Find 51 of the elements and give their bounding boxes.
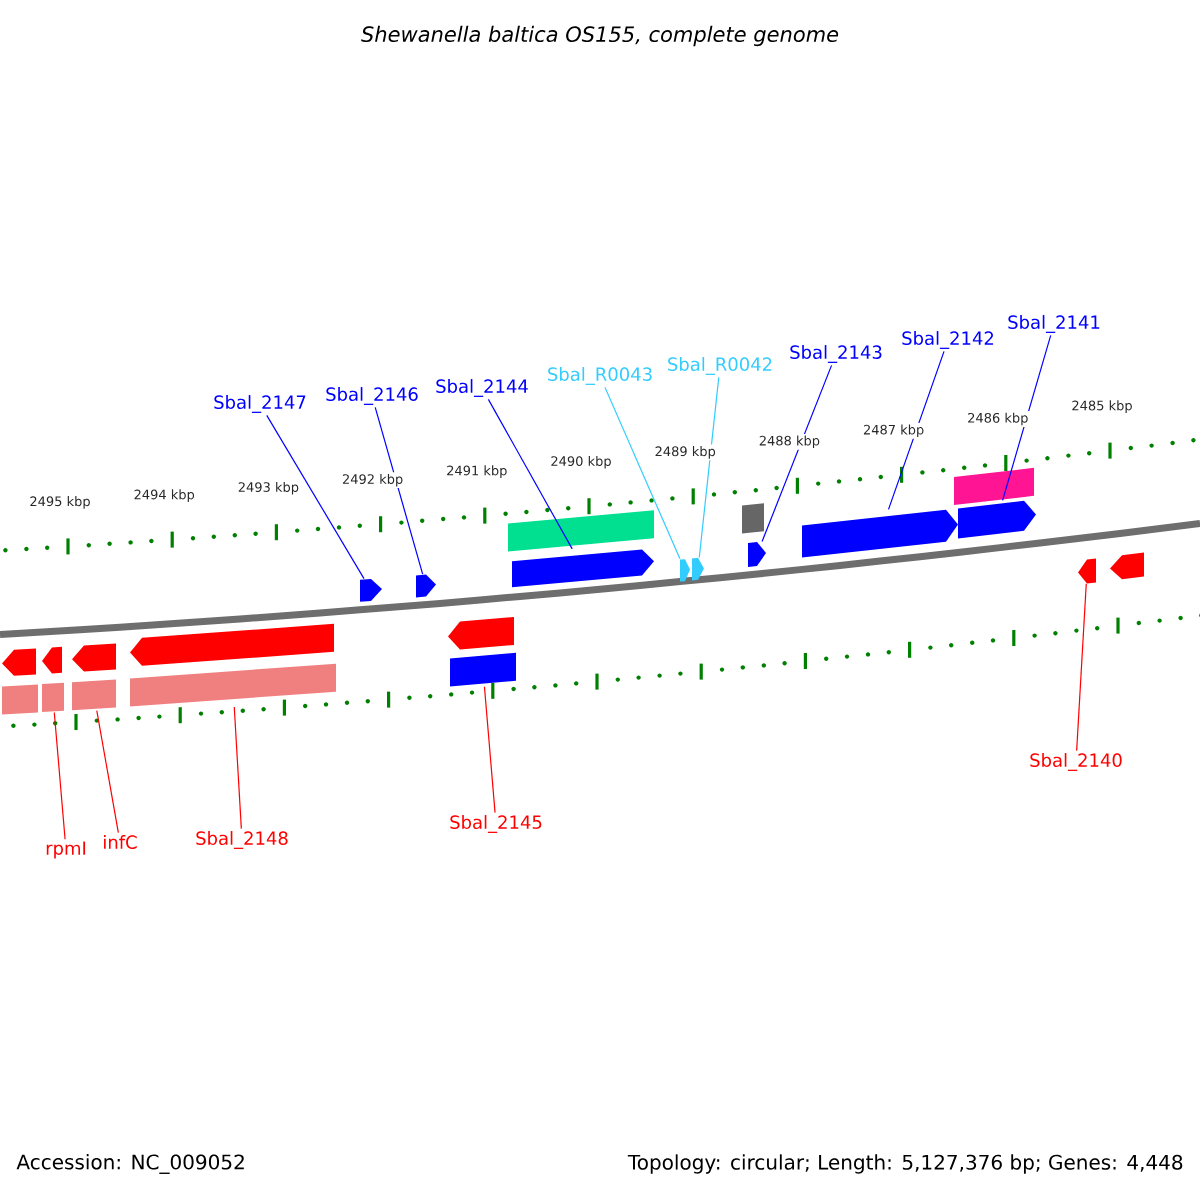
gene-feature (2, 648, 36, 676)
gene-label: Sbal_2141 (1008, 315, 1100, 333)
leader-line (487, 398, 573, 550)
gene-label: Sbal_2145 (450, 815, 542, 833)
gene-label: infC (104, 835, 137, 849)
gene-label: Sbal_2143 (790, 345, 882, 363)
gene-bar (42, 682, 64, 712)
gene-bar (508, 510, 654, 552)
gene-bar (2, 684, 38, 715)
gene-feature (512, 549, 654, 588)
accession-note: Accession: NC_009052 (16, 1154, 244, 1174)
gene-feature (130, 623, 334, 666)
gene-feature (72, 643, 116, 672)
gene-feature (958, 500, 1036, 539)
leader-line (483, 686, 496, 814)
gene-bar (450, 652, 516, 687)
gene-label: Sbal_2147 (214, 395, 306, 413)
gene-feature (42, 646, 62, 674)
leader-line (698, 376, 720, 559)
gene-label: Sbal_2140 (1030, 753, 1122, 771)
gene-label: Sbal_2142 (902, 331, 994, 349)
genome-info-note: Topology: circular; Length: 5,127,376 bp; Genes: 4,448 (627, 1154, 1183, 1174)
gene-label: rpmI (46, 841, 86, 859)
gene-feature (1110, 552, 1144, 580)
gene-feature (680, 559, 690, 582)
leader-line (96, 710, 119, 834)
gene-label: Sbal_R0043 (548, 367, 652, 385)
gene-feature (692, 557, 704, 581)
gene-feature (416, 574, 436, 598)
leader-line (266, 414, 365, 580)
gene-label: Sbal_2146 (326, 387, 418, 405)
leader-line (233, 706, 242, 830)
gene-label: Sbal_2148 (196, 831, 288, 849)
leader-line (374, 406, 424, 575)
gene-feature (748, 542, 766, 567)
gene-bar (742, 503, 764, 534)
gene-bar (72, 679, 116, 711)
gene-label: Sbal_2144 (436, 379, 528, 397)
gene-feature (1078, 558, 1096, 584)
gene-feature (360, 579, 382, 602)
gene-bar (130, 663, 336, 707)
gene-bar (954, 467, 1034, 505)
leader-line (604, 386, 681, 560)
title: Shewanella baltica OS155, complete genome (361, 25, 839, 47)
gene-feature (448, 617, 514, 650)
leader-line (1076, 583, 1087, 752)
gene-label: Sbal_R0042 (668, 357, 772, 375)
leader-line (761, 364, 833, 543)
leader-line (1002, 334, 1052, 501)
leader-line (887, 350, 945, 510)
leader-line (53, 711, 66, 840)
